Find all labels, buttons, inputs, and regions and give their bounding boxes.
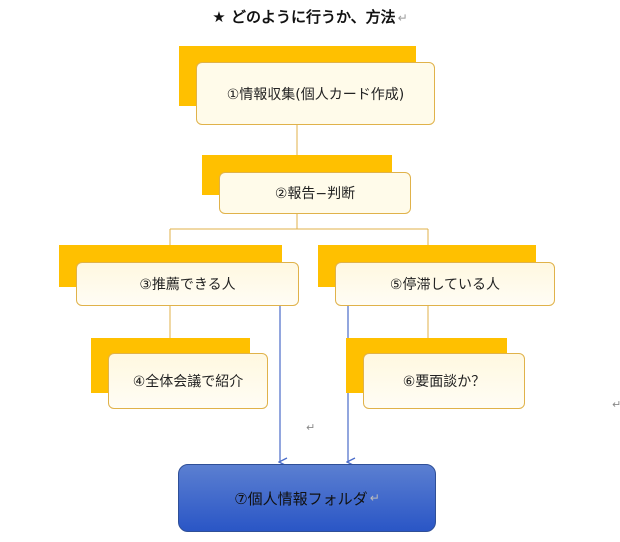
page-title: ★ どのように行うか、方法↵ (0, 6, 620, 27)
stray-return-mark-2: ↵ (612, 398, 620, 411)
box-interview-label: ⑥要面談か？ (402, 374, 486, 390)
box-info-collection: ①情報収集(個人カード作成) (196, 62, 435, 125)
box-report-judgement-label: ②報告−判断 (274, 186, 356, 202)
box-recommendable: ③推薦できる人 (76, 262, 299, 306)
box-interview: ⑥要面談か？ (363, 353, 525, 409)
box-general-meeting-label: ④全体会議で紹介 (132, 374, 244, 390)
stray-return-mark-1: ↵ (306, 421, 316, 434)
title-text: ★ どのように行うか、方法 (212, 8, 396, 26)
return-mark: ↵ (397, 11, 408, 25)
box-report-judgement: ②報告−判断 (219, 172, 411, 214)
box-stagnant-label: ⑤停滞している人 (389, 277, 501, 293)
box-general-meeting: ④全体会議で紹介 (108, 353, 268, 409)
box-stagnant: ⑤停滞している人 (335, 262, 555, 306)
final-return-mark: ↵ (369, 491, 380, 505)
box-recommendable-label: ③推薦できる人 (139, 277, 236, 293)
box-personal-folder: ⑦個人情報フォルダ↵ (178, 464, 436, 532)
box-info-collection-label: ①情報収集(個人カード作成) (226, 86, 405, 103)
box-personal-folder-label: ⑦個人情報フォルダ (234, 489, 368, 508)
